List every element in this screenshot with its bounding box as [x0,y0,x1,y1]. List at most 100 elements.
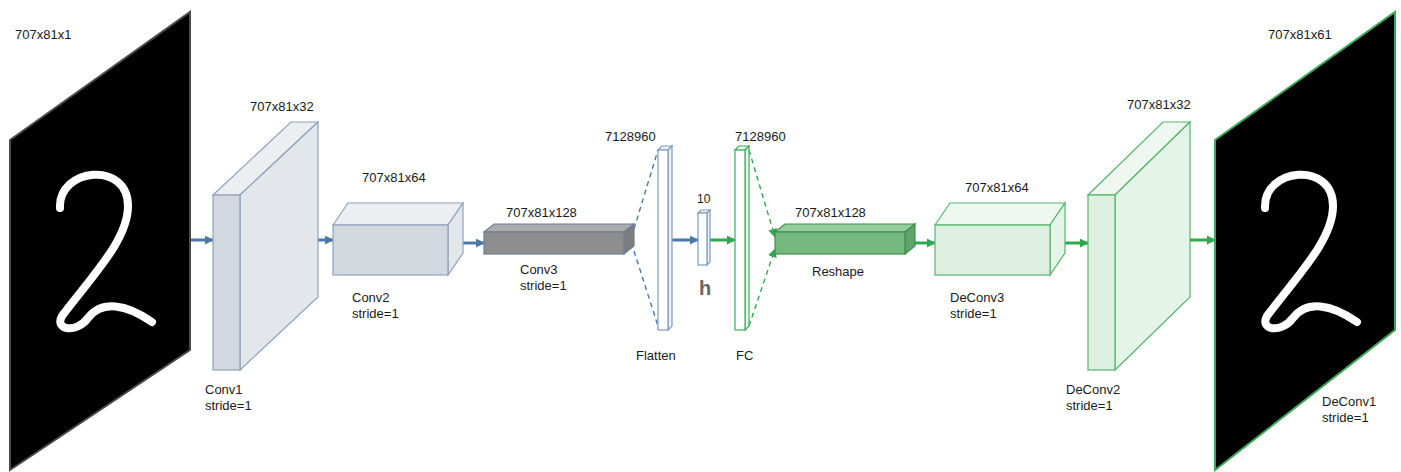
box-top-face [333,203,463,225]
reshape-layer: 707x81x128Reshape [772,221,918,257]
box-side-face [240,122,318,370]
label-holder: DeConv2 stride=1 [1066,382,1130,414]
latent-vector: 10h [695,207,713,268]
fc-vector-shape [732,143,752,333]
connector-line [634,251,658,326]
handwritten-digit [60,175,152,329]
connector [672,240,698,241]
box-side-face [1115,122,1190,370]
dimension-label: 707x81x61 [1268,27,1332,43]
connector-line [1190,239,1215,242]
label-holder: DeConv3 stride=1 [950,290,1014,322]
label-holder: 707x81x64 [965,178,1029,196]
connector [710,240,735,241]
connector-line [749,150,775,237]
conv-layer-shape [210,119,321,373]
connector-line [190,239,213,242]
dimension-label: 707x81x64 [965,180,1029,196]
box-side-face [905,224,915,254]
deconv-layer: 707x81x32DeConv2 stride=1 [1085,119,1193,373]
dimension-label: 707x81x32 [1127,97,1191,113]
connector-line [1065,242,1088,245]
label-holder: 707x81x61 [1268,25,1332,43]
label-holder: h [699,280,711,299]
dimension-label: 707x81x128 [795,205,866,221]
layer-label: DeConv1 stride=1 [1322,394,1386,426]
connector-line [915,242,935,245]
box-front-face [935,225,1050,275]
conv-layer: 707x81x32Conv1 stride=1 [210,119,321,373]
dimension-label: 707x81x64 [362,170,426,186]
layer-label: h [699,280,711,296]
connector [318,240,333,241]
connector [190,240,213,241]
layer-label: DeConv3 stride=1 [950,290,1014,322]
dimension-label: 707x81x1 [15,27,71,43]
box-front-face [333,225,448,275]
connector [634,150,658,326]
input-image-shape [7,9,193,472]
label-holder: FC [736,346,753,364]
label-holder: DeConv1 stride=1 [1322,394,1386,426]
label-holder: 707x81x128 [795,203,866,221]
image-panel [1215,12,1395,470]
label-holder: 707x81x64 [362,168,426,186]
layer-label: Conv3 stride=1 [520,262,584,294]
connector [463,243,484,244]
box-front-face [698,213,707,265]
label-holder: 707x81x32 [250,97,314,115]
flatten-vector: 7128960Flatten [655,143,675,333]
dimension-label: 707x81x128 [506,205,577,221]
box-front-face [484,232,624,254]
connector [1190,240,1215,241]
box-front-face [775,232,905,254]
layer-label: Flatten [636,348,676,364]
connector [915,243,935,244]
layer-label: Reshape [812,264,864,280]
label-holder: Reshape [812,262,864,280]
connector-line [710,239,735,242]
connector [749,150,775,326]
label-holder: 10 [697,189,710,207]
fc-vector: 7128960FC [732,143,752,333]
layer-label: Conv2 stride=1 [352,290,416,322]
label-holder: 707x81x1 [15,25,71,43]
dimension-label: 707x81x32 [250,99,314,115]
handwritten-digit [1265,175,1357,329]
label-holder: Conv3 stride=1 [520,262,584,294]
box-front-face [735,150,745,330]
output-image: 707x81x61DeConv1 stride=1 [1212,9,1398,472]
image-panel [10,12,190,470]
reshape-layer-shape [772,221,918,257]
box-side-face [1050,203,1065,275]
latent-vector-shape [695,207,713,268]
conv-layer: 707x81x64Conv2 stride=1 [330,200,466,278]
box-top-face [775,224,915,232]
conv-layer: 707x81x128Conv3 stride=1 [481,221,637,257]
deconv-layer-shape [1085,119,1193,373]
label-holder: Flatten [636,346,676,364]
connector-line [749,249,775,326]
layer-label: DeConv2 stride=1 [1066,382,1130,414]
box-front-face [213,195,240,370]
connector-line [318,239,333,242]
label-holder: 707x81x32 [1127,95,1191,113]
conv-layer-shape [481,221,637,257]
dimension-label: 7128960 [605,129,656,145]
dimension-label: 10 [697,191,710,207]
connector-line [463,242,484,245]
box-top-face [935,203,1065,225]
box-top-face [484,224,634,232]
input-image: 707x81x1 [7,9,193,472]
connector [1065,243,1088,244]
conv-layer-shape [330,200,466,278]
connector-line [634,150,658,229]
flatten-vector-shape [655,143,675,333]
layer-label: FC [736,348,753,364]
deconv-layer-shape [932,200,1068,278]
connector-line [672,239,698,242]
layer-label: Conv1 stride=1 [205,382,269,414]
label-holder: Conv1 stride=1 [205,382,269,414]
